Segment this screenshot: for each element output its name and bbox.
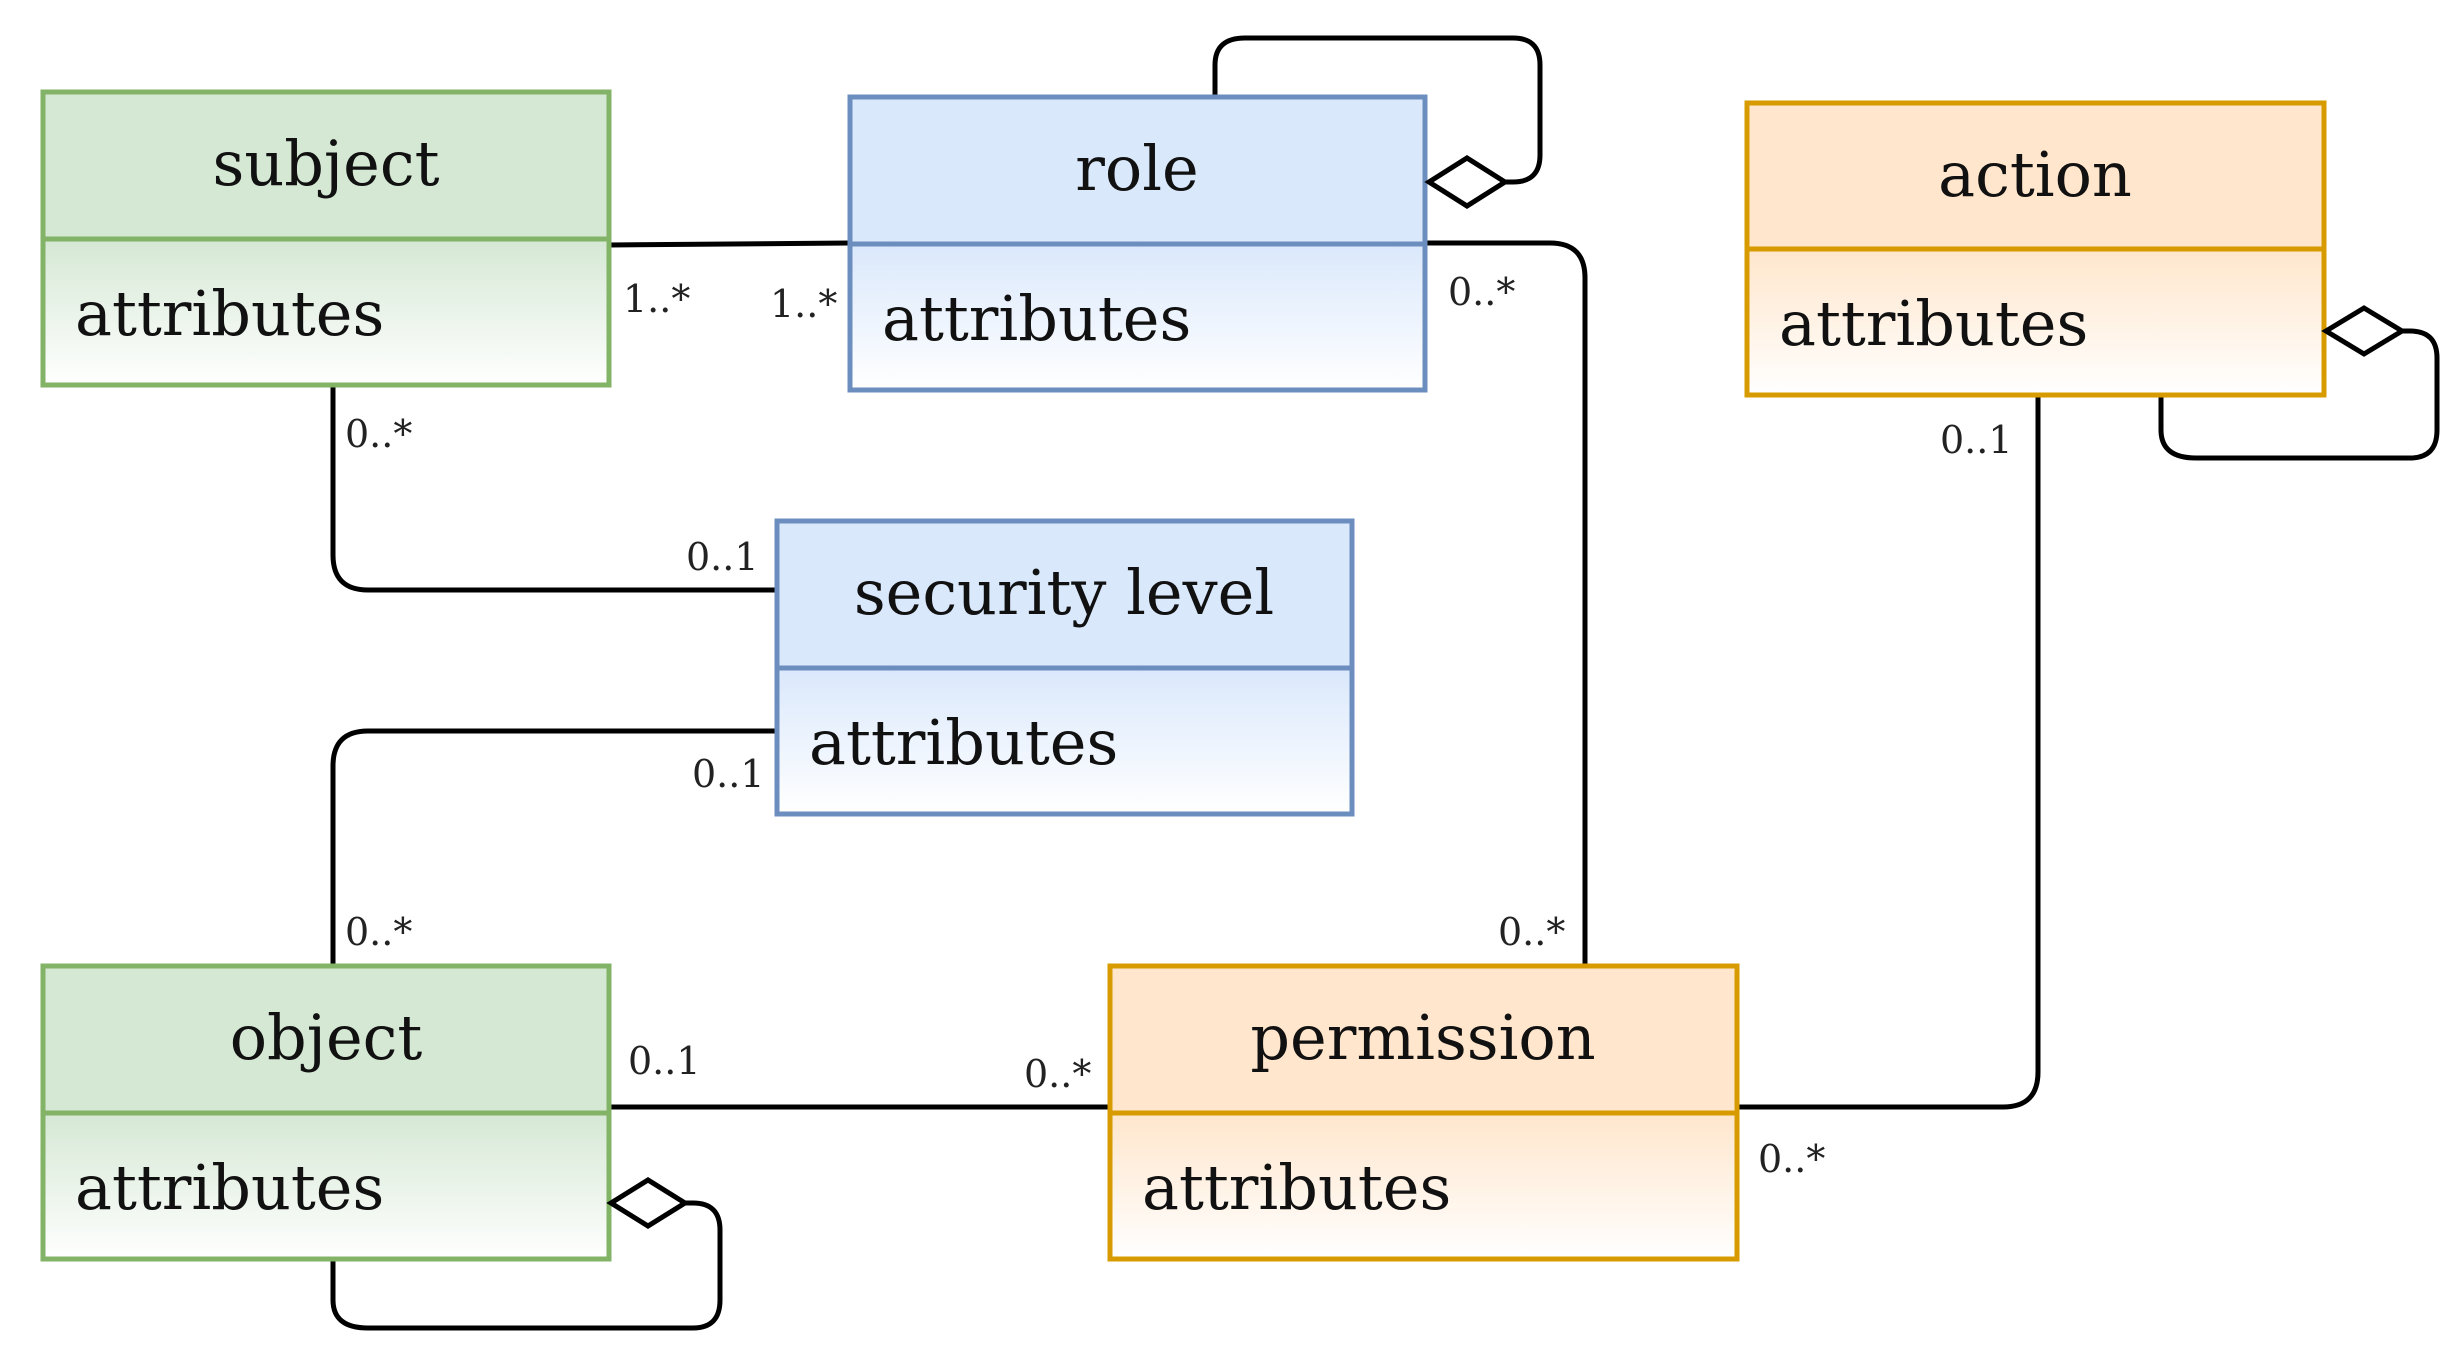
aggregation-action-self: [2158, 328, 2440, 461]
class-title: object: [230, 1001, 423, 1074]
multiplicity-label: 0..*: [1758, 1137, 1825, 1181]
class-role[interactable]: role attributes: [847, 94, 1428, 393]
multiplicity-label: 0..1: [628, 1039, 701, 1083]
association-subject-role: [608, 240, 851, 248]
multiplicity-label: 0..*: [1498, 910, 1565, 954]
multiplicity-label: 0..*: [345, 412, 412, 456]
class-attributes: attributes: [809, 706, 1118, 779]
class-title: permission: [1250, 1001, 1595, 1074]
multiplicity-label: 0..1: [692, 752, 765, 796]
association-subject-security-level: [330, 383, 777, 593]
multiplicity-label: 0..*: [345, 910, 412, 954]
association-object-security-level: [330, 728, 777, 966]
multiplicity-label: 0..1: [686, 535, 759, 579]
class-object[interactable]: object attributes: [40, 963, 612, 1262]
class-attributes: attributes: [882, 282, 1191, 355]
class-attributes: attributes: [1142, 1151, 1451, 1224]
class-subject[interactable]: subject attributes: [40, 89, 612, 388]
class-attributes: attributes: [75, 277, 384, 350]
class-action[interactable]: action attributes: [1744, 100, 2327, 398]
aggregation-diamond-icon: [2321, 305, 2407, 357]
class-permission[interactable]: permission attributes: [1107, 963, 1740, 1262]
associations: [330, 35, 2440, 1331]
multiplicity-label: 1..*: [770, 282, 837, 326]
multiplicity-label: 1..*: [623, 277, 690, 321]
multiplicity-labels: 1..* 1..* 0..* 0..* 0..* 0..1 0..1 0..* …: [345, 270, 2013, 1181]
aggregation-diamond-icon: [606, 1177, 690, 1229]
multiplicity-label: 0..1: [1940, 418, 2013, 462]
aggregation-diamond-icon: [1424, 155, 1510, 209]
class-title: security level: [854, 556, 1274, 629]
class-title: role: [1075, 132, 1199, 205]
association-action-permission: [1737, 395, 2041, 1110]
aggregation-role-self: [1212, 35, 1543, 185]
class-security-level[interactable]: security level attributes: [774, 518, 1355, 817]
aggregation-object-self: [330, 1200, 723, 1331]
multiplicity-label: 0..*: [1024, 1052, 1091, 1096]
association-role-permission: [1425, 240, 1588, 966]
class-attributes: attributes: [1779, 287, 2088, 360]
class-attributes: attributes: [75, 1151, 384, 1224]
class-title: action: [1938, 138, 2132, 211]
class-title: subject: [213, 127, 440, 200]
multiplicity-label: 0..*: [1448, 270, 1515, 314]
